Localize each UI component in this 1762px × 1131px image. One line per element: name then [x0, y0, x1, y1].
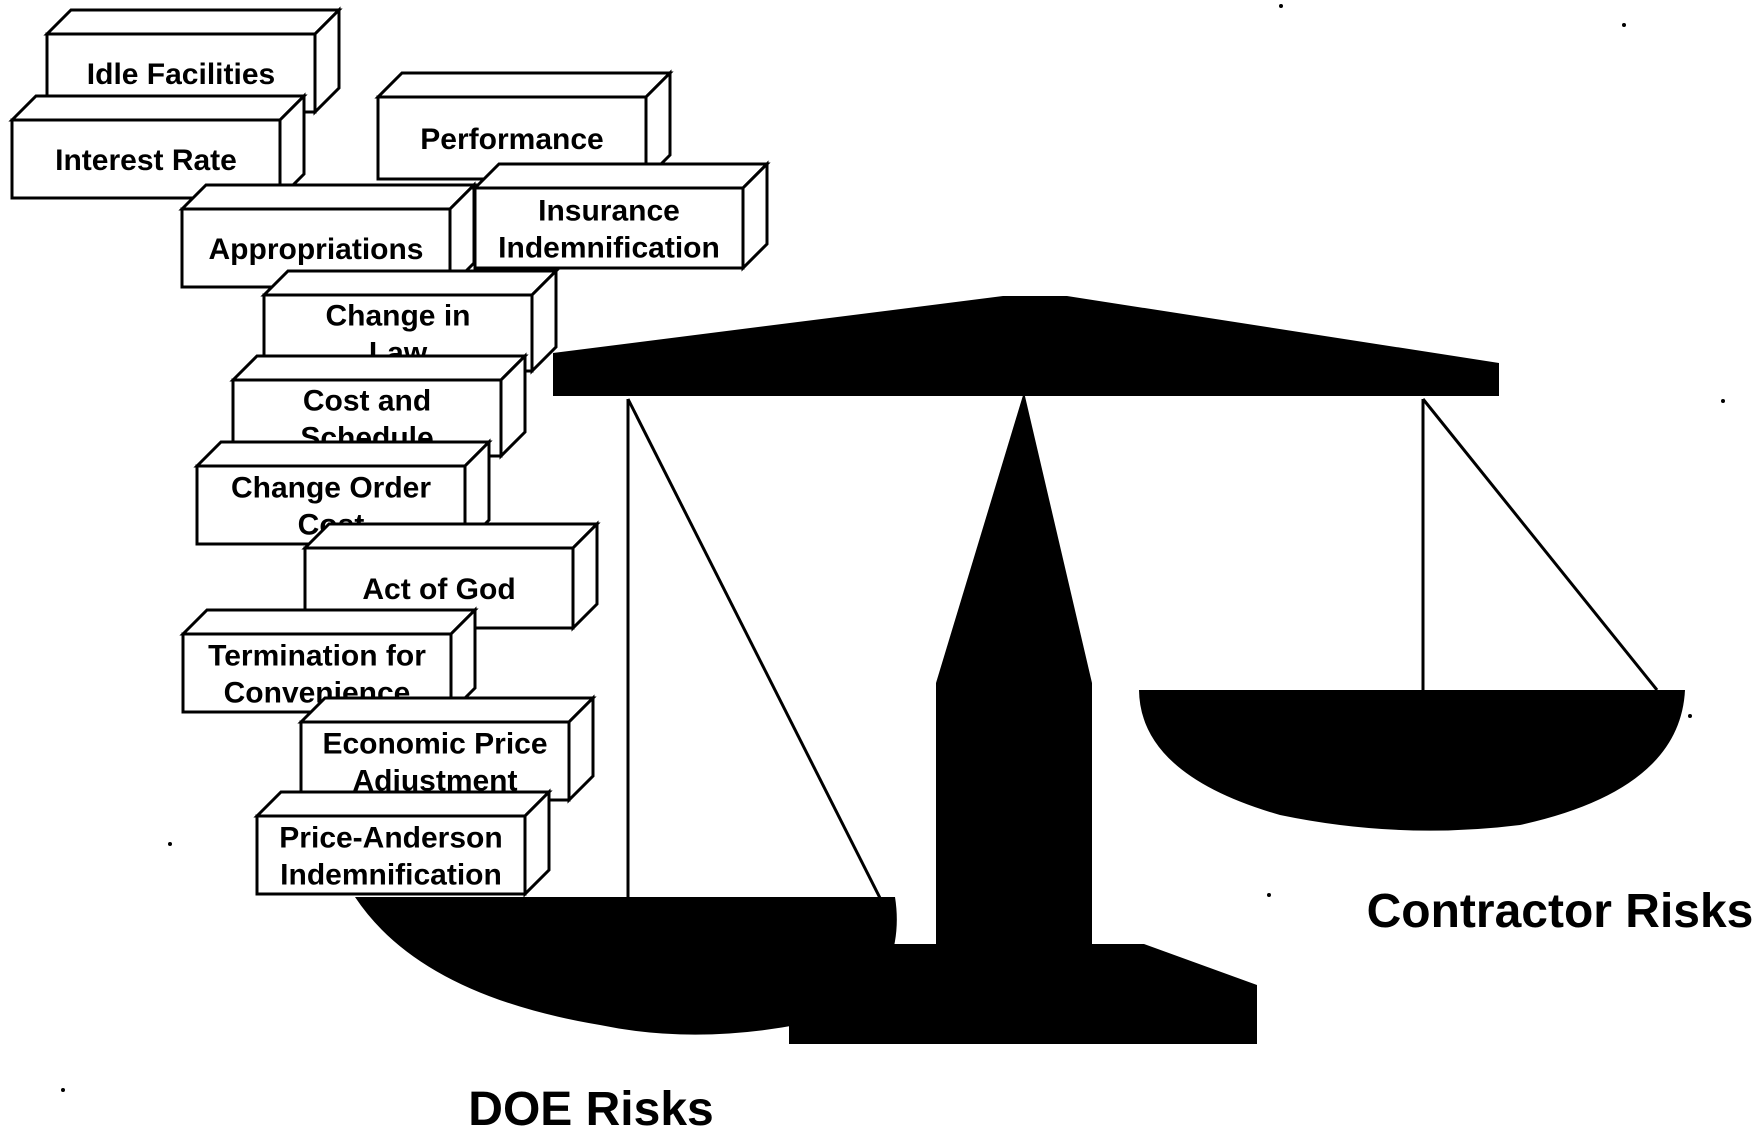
risk-block-price-anderson-indemnification-front-face [255, 814, 527, 896]
speck [1267, 893, 1271, 897]
risk-block-economic-price-adjustment-label-line: Economic Price [322, 728, 547, 761]
risk-block-insurance-indemnification-label-line: Indemnification [498, 232, 720, 265]
scale-pillar [936, 392, 1092, 944]
risk-block-insurance-indemnification-label-line: Insurance [538, 195, 680, 228]
risk-block-interest-rate-front-face [10, 118, 282, 200]
right-pan-string-diagonal [1421, 398, 1659, 691]
speck [1622, 23, 1626, 27]
risk-block-termination-for-convenience-top-face [179, 608, 479, 636]
contractor-risks-label: Contractor Risks [1367, 885, 1754, 938]
risk-block-insurance-indemnification-front-face [473, 186, 745, 270]
risk-block-price-anderson-indemnification-top-face [253, 790, 553, 818]
risk-block-idle-facilities-label-line: Idle Facilities [87, 58, 275, 91]
risk-block-act-of-god-top-face [301, 522, 601, 550]
risk-block-appropriations-label-line: Appropriations [209, 233, 424, 266]
risk-block-economic-price-adjustment-top-face [297, 696, 597, 724]
speck [1279, 4, 1283, 8]
speck [1688, 714, 1692, 718]
risk-block-price-anderson-indemnification-label-line: Price-Anderson [279, 822, 502, 855]
risk-block-termination-for-convenience-label-line: Termination for [208, 640, 426, 673]
doe-risks-label: DOE Risks [468, 1083, 713, 1131]
scale-base [789, 944, 1257, 1044]
scale-beam [553, 296, 1499, 396]
risk-block-cost-and-schedule-top-face [229, 354, 529, 382]
speck [168, 842, 172, 846]
risk-block-performance-label-line: Performance [420, 123, 603, 156]
risk-block-interest-rate: Interest Rate [8, 92, 308, 202]
risk-block-cost-and-schedule-label-line: Cost and [303, 385, 431, 418]
risk-block-economic-price-adjustment-front-face [299, 720, 571, 802]
right-pan [1139, 690, 1685, 831]
risk-block-interest-rate-top-face [8, 94, 308, 122]
risk-block-appropriations-top-face [178, 183, 478, 211]
risk-block-performance-top-face [374, 71, 674, 99]
risk-block-change-in-law-label-line: Change in [325, 300, 470, 333]
speck [61, 1088, 65, 1092]
risk-block-idle-facilities-top-face [43, 8, 343, 36]
left-pan-string-diagonal [626, 398, 882, 899]
risk-block-insurance-indemnification-top-face [471, 162, 771, 190]
balance-scale [355, 296, 1685, 1044]
scan-specks [61, 4, 1725, 1092]
risk-block-change-in-law-top-face [260, 269, 560, 297]
risk-block-change-order-cost-label-line: Change Order [231, 472, 431, 505]
risk-block-price-anderson-indemnification-label-line: Indemnification [280, 859, 502, 892]
speck [1721, 399, 1725, 403]
left-pan [355, 897, 897, 1035]
risk-block-interest-rate-label-line: Interest Rate [55, 144, 237, 177]
risk-block-change-order-cost-top-face [193, 440, 493, 468]
risk-block-act-of-god-label-line: Act of God [362, 573, 515, 606]
